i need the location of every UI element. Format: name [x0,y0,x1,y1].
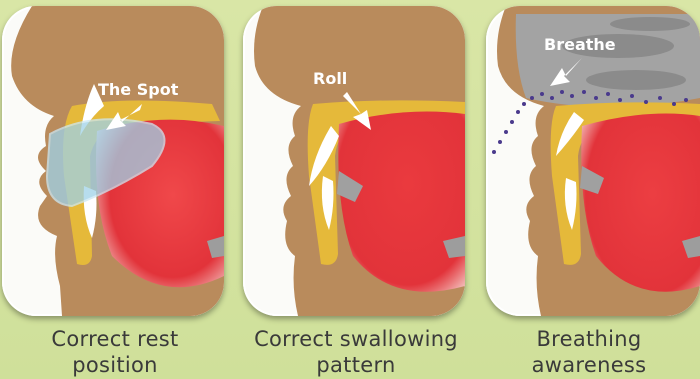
panel-label-the-spot: The Spot [98,80,179,99]
caption-line: awareness [478,352,700,378]
caption-line: Correct swallowing [238,326,474,352]
panel-rest-position: The Spot [2,6,224,316]
caption-line: Correct rest [0,326,230,352]
panel-breathing-awareness: Breathe [486,6,700,316]
rest-position-illustration: The Spot [2,6,224,316]
panel-label-breathe: Breathe [544,35,616,54]
nasal-turbinate-shape [610,17,690,31]
breathing-illustration: Breathe [486,6,700,316]
caption-breathing-awareness: Breathing awareness [478,326,700,378]
caption-swallowing-pattern: Correct swallowing pattern [238,326,474,378]
nasal-turbinate-shape [586,70,686,90]
caption-rest-position: Correct rest position [0,326,230,378]
caption-line: position [0,352,230,378]
caption-line: pattern [238,352,474,378]
panel-label-roll: Roll [313,69,347,88]
caption-line: Breathing [478,326,700,352]
swallowing-illustration: Roll [243,6,465,316]
panel-swallowing-pattern: Roll [243,6,465,316]
